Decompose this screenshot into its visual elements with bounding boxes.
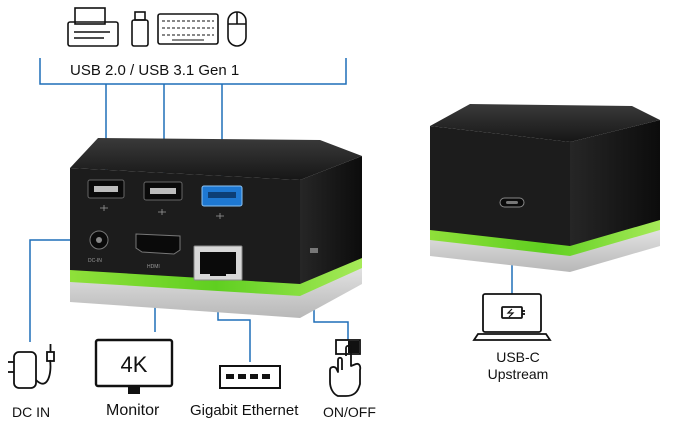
dc-marking: DC-IN bbox=[88, 258, 102, 264]
hdmi-port bbox=[135, 233, 181, 255]
monitor-label: Monitor bbox=[106, 402, 160, 419]
on-off-label: ON/OFF bbox=[323, 404, 376, 420]
mouse-icon bbox=[227, 11, 247, 47]
usb-stick-icon bbox=[131, 11, 149, 47]
dc-in-label: DC IN bbox=[12, 404, 51, 420]
keyboard-icon bbox=[157, 13, 219, 45]
switch-hand-icon bbox=[329, 339, 362, 397]
monitor-resolution: 4K bbox=[121, 352, 148, 377]
hdmi-marking: HDMI bbox=[147, 264, 160, 270]
ethernet-port bbox=[193, 245, 243, 281]
dock-back-view bbox=[430, 104, 660, 272]
laptop-charging-icon bbox=[472, 293, 552, 341]
usb-ports-label: USB 2.0 / USB 3.1 Gen 1 bbox=[70, 62, 240, 79]
gigabit-ethernet-label: Gigabit Ethernet bbox=[190, 402, 299, 419]
printer-icon bbox=[67, 7, 119, 47]
power-switch bbox=[310, 248, 318, 253]
dock-front-view: DC-IN HDMI bbox=[70, 138, 362, 318]
usb-c-label-line1: USB-C bbox=[496, 349, 540, 365]
monitor-icon: 4K bbox=[94, 338, 174, 394]
ethernet-cable-icon bbox=[219, 365, 281, 389]
usb-c-upstream-label: USB-C Upstream bbox=[472, 349, 564, 383]
power-adapter-icon bbox=[8, 344, 55, 389]
usb-c-label-line2: Upstream bbox=[487, 366, 549, 382]
